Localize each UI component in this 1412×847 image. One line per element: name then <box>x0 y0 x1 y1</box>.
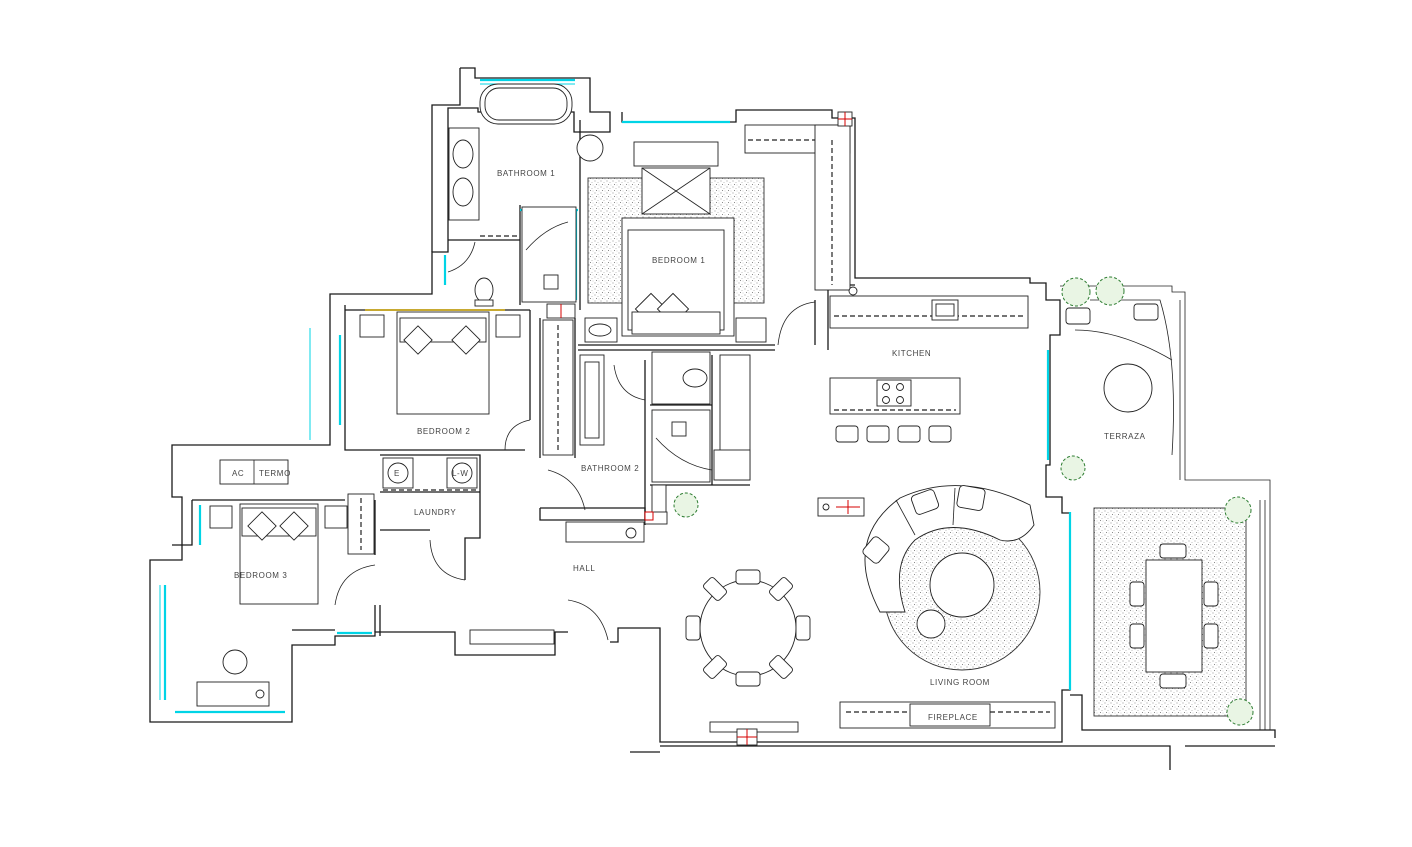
laundry-furniture <box>382 457 478 581</box>
label-bedroom-2: BEDROOM 2 <box>417 427 470 436</box>
label-termo: TERMO <box>259 469 291 478</box>
bedroom-3-furniture <box>196 459 376 707</box>
label-lw: L-W <box>452 469 468 478</box>
label-e: E <box>394 469 400 478</box>
label-living-room: LIVING ROOM <box>930 678 990 687</box>
label-bedroom-3: BEDROOM 3 <box>234 571 287 580</box>
bathroom-2-furniture <box>547 351 751 543</box>
label-laundry: LAUNDRY <box>414 508 456 517</box>
bedroom-2-furniture <box>359 303 576 456</box>
label-bedroom-1: BEDROOM 1 <box>652 256 705 265</box>
label-kitchen: KITCHEN <box>892 349 931 358</box>
label-bathroom-1: BATHROOM 1 <box>497 169 555 178</box>
label-bathroom-2: BATHROOM 2 <box>581 464 639 473</box>
kitchen-furniture <box>829 295 1029 443</box>
terrace-furniture <box>1065 303 1247 717</box>
label-hall: HALL <box>573 564 595 573</box>
dining-chairs <box>685 569 811 687</box>
bathroom-1-furniture <box>447 83 604 307</box>
plants <box>673 276 1254 726</box>
living-dining-furniture <box>469 485 1056 746</box>
windows <box>159 78 1072 714</box>
label-ac: AC <box>232 469 244 478</box>
label-terraza: TERRAZA <box>1104 432 1146 441</box>
bedroom-1-furniture <box>584 111 858 346</box>
room-labels: BATHROOM 1 BEDROOM 1 BEDROOM 2 BATHROOM … <box>232 169 1146 722</box>
outer-walls <box>149 67 1276 770</box>
label-fireplace: FIREPLACE <box>928 713 978 722</box>
